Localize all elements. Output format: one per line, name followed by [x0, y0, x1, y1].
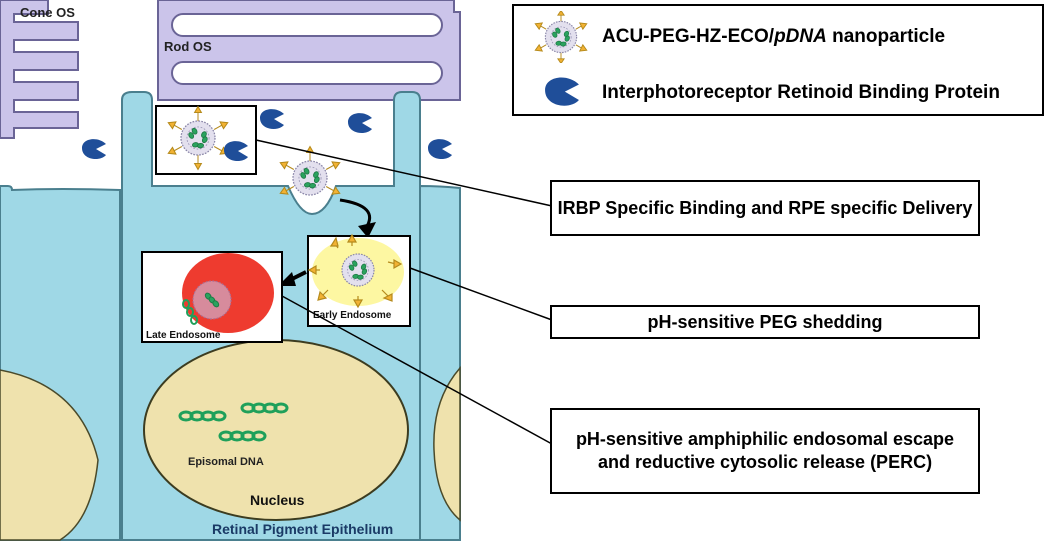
legend-row-nanoparticle: ACU-PEG-HZ-ECO/pDNA nanoparticle	[514, 11, 1042, 63]
legend-irbp-label: Interphotoreceptor Retinoid Binding Prot…	[602, 82, 1000, 103]
rod-disc	[171, 13, 443, 37]
legend-nanoparticle-label: ACU-PEG-HZ-ECO/pDNA nanoparticle	[602, 26, 945, 48]
irbp-protein-icon	[82, 139, 106, 160]
episomal-dna-label: Episomal DNA	[188, 456, 264, 468]
legend-nanoparticle-suffix: nanoparticle	[826, 26, 946, 47]
rpe-label: Retinal Pigment Epithelium	[212, 521, 393, 537]
irbp-protein-icon	[428, 139, 452, 160]
cone-outer-segment	[0, 0, 79, 139]
nucleus-right	[433, 366, 461, 522]
callout-perc: pH-sensitive amphiphilic endosomal escap…	[550, 408, 980, 494]
released-dna	[182, 299, 198, 325]
callout-connector	[409, 267, 553, 321]
nanoparticle-late	[192, 280, 232, 320]
nucleus-left	[0, 369, 99, 541]
callout-connector	[255, 139, 553, 207]
irbp-protein-icon	[545, 77, 579, 106]
legend-nanoparticle-pdna: pDNA	[774, 26, 827, 47]
irbp-protein-icon	[348, 113, 372, 134]
legend-row-irbp: Interphotoreceptor Retinoid Binding Prot…	[514, 64, 1042, 114]
early-endosome-label: Early Endosome	[313, 310, 392, 321]
nanoparticle-early	[341, 253, 375, 287]
nucleus-label: Nucleus	[250, 492, 305, 508]
legend: ACU-PEG-HZ-ECO/pDNA nanoparticle Interph…	[512, 4, 1044, 116]
shed-peg-arrows	[307, 233, 403, 309]
uptake-arrow-head	[358, 222, 376, 238]
nanoparticle-entering	[279, 145, 341, 196]
rod-disc	[171, 61, 443, 85]
rod-os-label: Rod OS	[164, 39, 212, 54]
cone-os-label: Cone OS	[20, 5, 75, 20]
nanoparticle-bound	[167, 105, 229, 171]
callout-peg-shedding: pH-sensitive PEG shedding	[550, 305, 980, 339]
callout-connector	[281, 295, 553, 445]
nanoparticle-icon	[534, 11, 588, 63]
irbp-protein-icon	[260, 109, 284, 130]
late-endosome-label: Late Endosome	[146, 330, 221, 341]
callout-binding: IRBP Specific Binding and RPE specific D…	[550, 180, 980, 236]
legend-nanoparticle-prefix: ACU-PEG-HZ-ECO/	[602, 26, 775, 47]
